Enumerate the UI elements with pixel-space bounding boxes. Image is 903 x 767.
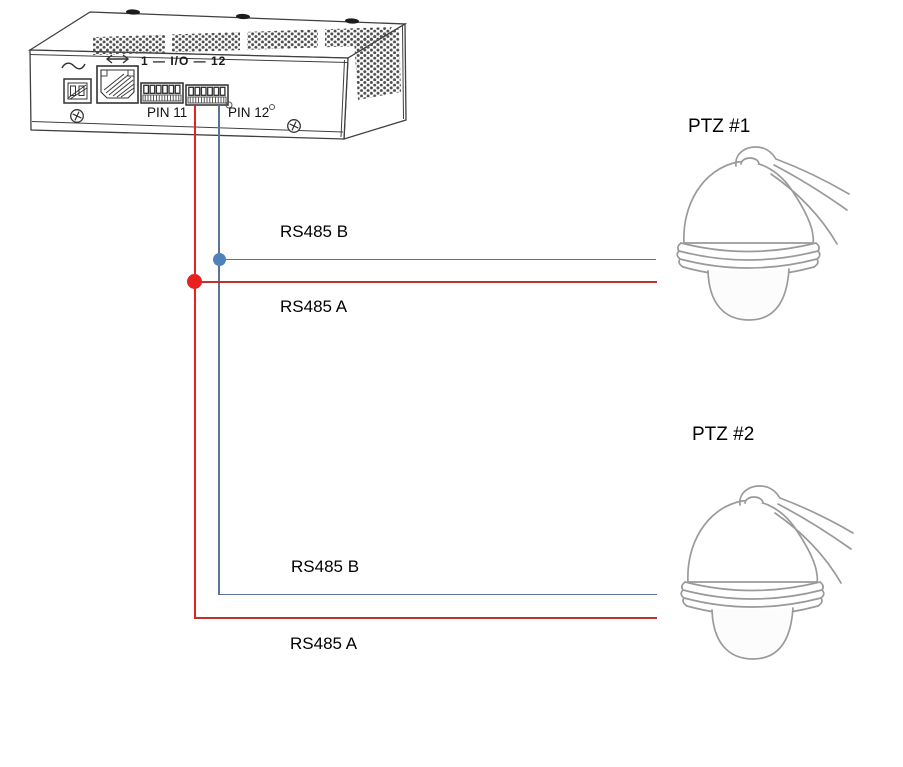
- ptz2-label: PTZ #2: [692, 424, 755, 445]
- wire-rs485-b-to-ptz2: [218, 593, 657, 596]
- screw-icon: [69, 108, 85, 124]
- wire-rs485-b-vertical: [218, 105, 220, 594]
- rs485-a-label-ptz2: RS485 A: [290, 634, 358, 653]
- pin12-degree-mark: [269, 104, 275, 110]
- top-vent-pattern: [93, 27, 392, 56]
- ptz-camera-1-drawing: [676, 146, 850, 321]
- screw-icon: [286, 118, 302, 134]
- power-connector: [61, 62, 92, 104]
- ac-power-icon: [61, 62, 86, 70]
- encoder-device-drawing: [27, 9, 408, 140]
- ethernet-arrows-icon: [105, 54, 130, 64]
- pin11-label: PIN 11: [147, 105, 188, 120]
- ptz1-label: PTZ #1: [688, 116, 751, 137]
- io-port-label: 1 — I/O — 12: [141, 54, 227, 68]
- wire-rs485-b-to-ptz1: [219, 258, 656, 261]
- rs485-a-label-ptz1: RS485 A: [280, 297, 348, 316]
- junction-dot-rs485-b: [213, 253, 226, 266]
- wire-rs485-a-to-ptz1: [195, 281, 657, 283]
- ptz-camera-2-drawing: [680, 485, 854, 660]
- pin12-hole: [225, 101, 233, 109]
- rs485-b-label-ptz1: RS485 B: [280, 222, 349, 241]
- pin12-label: PIN 12: [228, 105, 270, 120]
- ethernet-port: [96, 54, 139, 104]
- wire-rs485-a-vertical: [194, 105, 196, 618]
- junction-dot-rs485-a: [187, 274, 202, 289]
- rs485-b-label-ptz2: RS485 B: [291, 557, 360, 576]
- top-screws: [126, 9, 359, 24]
- side-vent-pattern: [354, 29, 401, 100]
- wire-rs485-a-to-ptz2: [194, 617, 657, 619]
